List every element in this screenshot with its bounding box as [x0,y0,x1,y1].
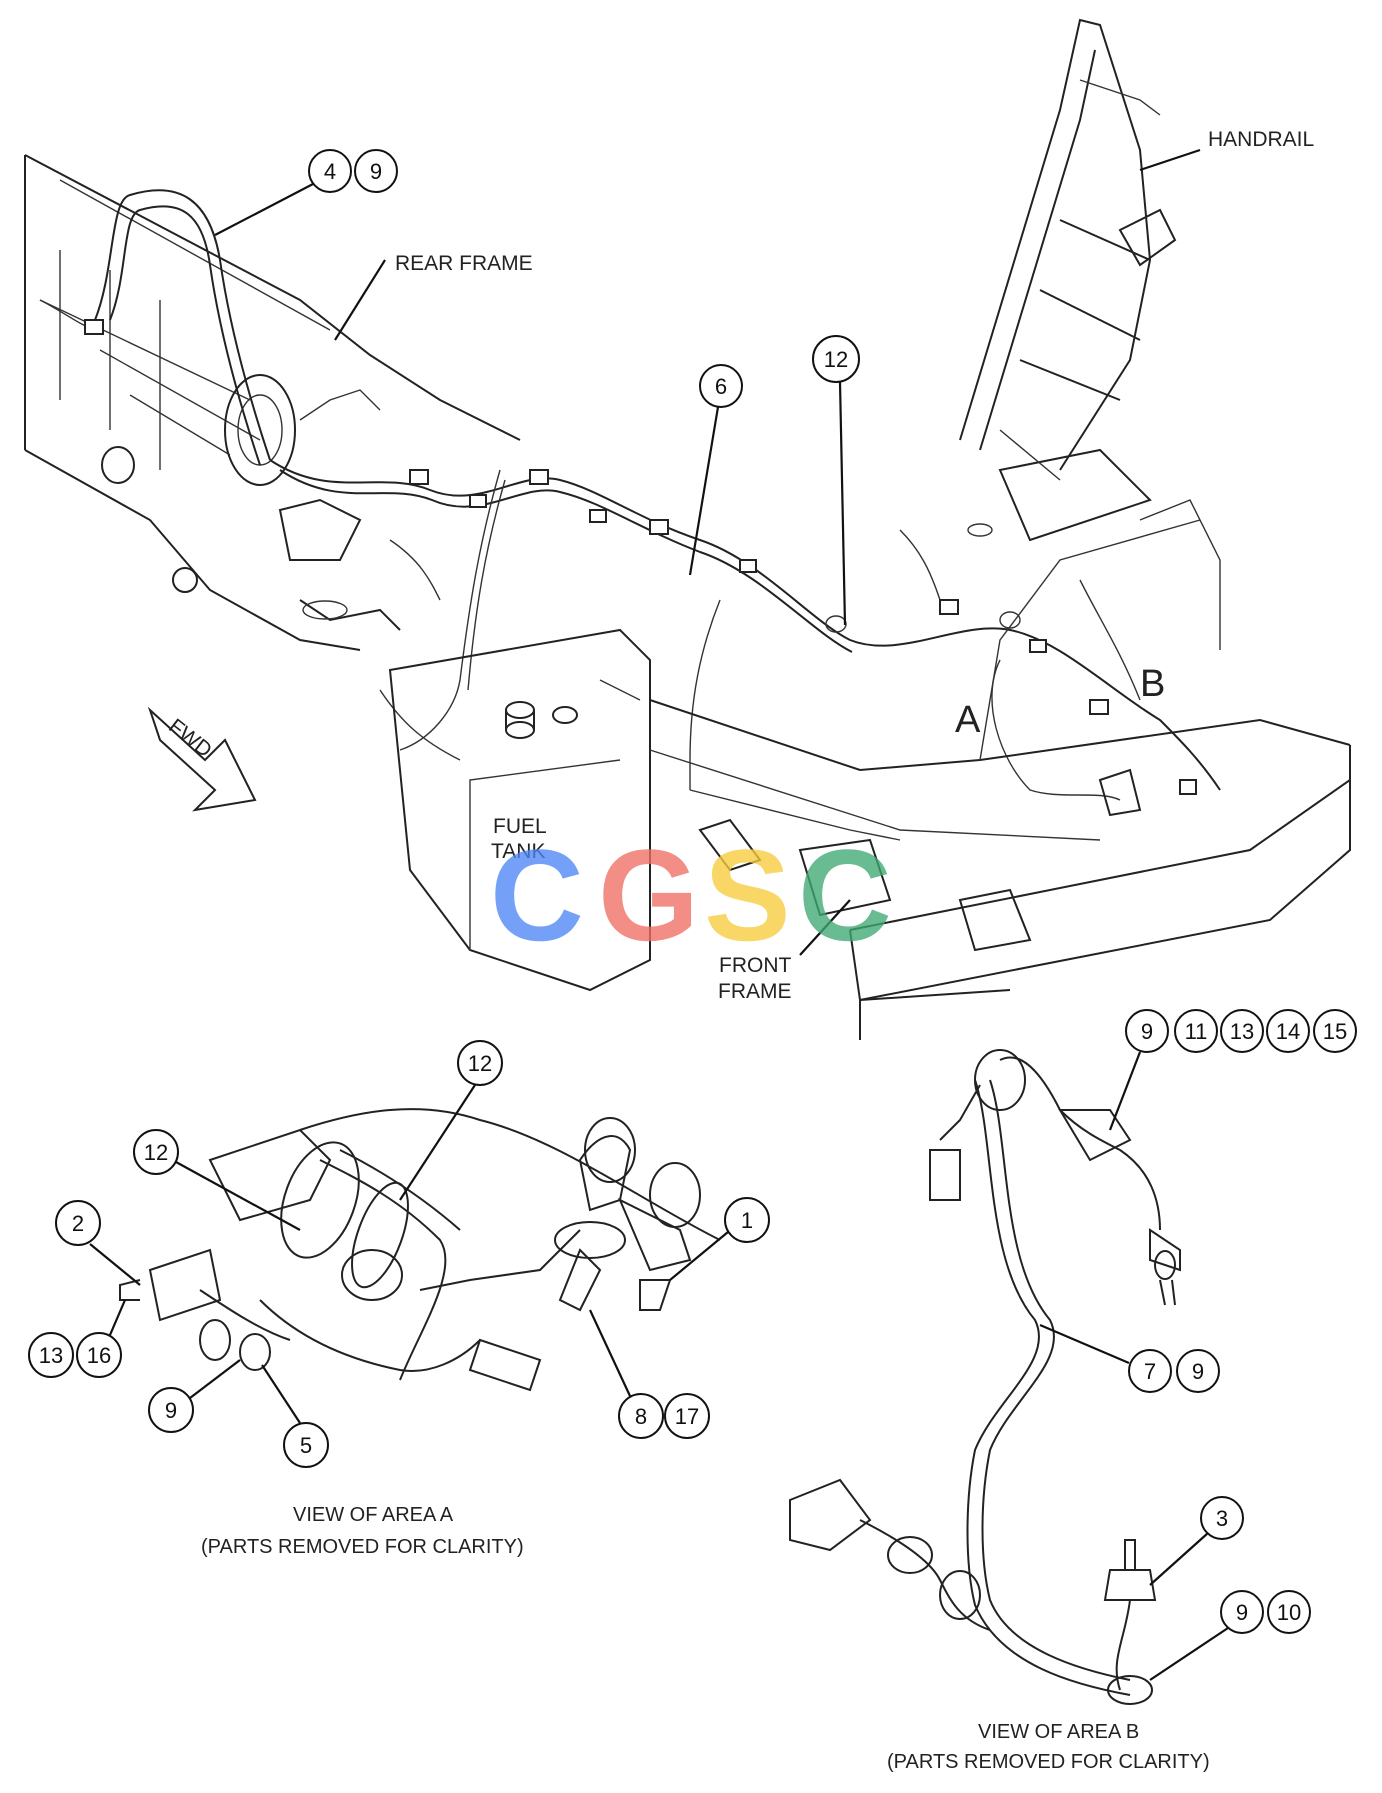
rear-frame-drawing [24,154,521,651]
svg-text:7: 7 [1144,1359,1156,1384]
main-labels: HANDRAIL REAR FRAME FUEL TANK FRONT FRAM… [334,128,1314,1003]
area-b-caption-line2: (PARTS REMOVED FOR CLARITY) [887,1751,1210,1773]
svg-text:4: 4 [324,159,336,184]
callout-b-10: 10 [1267,1590,1311,1634]
callout-b-15: 15 [1313,1009,1357,1053]
callout-b-11: 11 [1174,1009,1218,1053]
handrail-drawing [959,18,1177,481]
callout-4: 4 [308,149,352,193]
svg-text:17: 17 [675,1404,699,1429]
callout-b-13: 13 [1220,1009,1264,1053]
area-a-letter: A [955,699,981,741]
rear-hose [39,189,271,466]
callout-b-9-low: 9 [1220,1590,1264,1634]
area-b-letter: B [1140,663,1165,705]
callout-a-16: 16 [76,1332,122,1378]
area-b-view: 9 11 13 14 15 7 9 3 [789,1009,1357,1773]
front-frame-label-line2: FRAME [718,980,792,1003]
fuel-tank-drawing [388,628,651,992]
watermark-logo: C G S C [490,822,892,968]
watermark-letter-g: G [598,822,699,968]
watermark-letter-c2: C [798,822,892,968]
svg-text:12: 12 [468,1051,492,1076]
callout-a-2: 2 [55,1200,101,1246]
svg-text:6: 6 [715,374,727,399]
callout-12: 12 [812,335,860,383]
svg-text:10: 10 [1277,1600,1301,1625]
watermark-letter-s: S [704,822,791,968]
svg-text:2: 2 [72,1211,84,1236]
area-a-view: 12 12 2 13 16 9 5 [28,1040,770,1558]
svg-text:1: 1 [741,1208,753,1233]
callout-a-9: 9 [148,1387,194,1433]
svg-text:14: 14 [1276,1019,1300,1044]
svg-text:9: 9 [165,1398,177,1423]
rear-frame-label: REAR FRAME [395,252,533,275]
callout-b-9: 9 [1125,1009,1169,1053]
svg-text:9: 9 [1192,1359,1204,1384]
callout-a-1: 1 [724,1197,770,1243]
callout-a-5: 5 [283,1422,329,1468]
callout-9: 9 [354,149,398,193]
front-frame-drawing [649,448,1351,1040]
svg-text:9: 9 [1141,1019,1153,1044]
callout-a-8: 8 [618,1393,664,1439]
callout-a-12-top: 12 [457,1040,503,1086]
svg-text:8: 8 [635,1404,647,1429]
callout-b-3: 3 [1200,1496,1244,1540]
svg-text:15: 15 [1323,1019,1347,1044]
svg-text:11: 11 [1185,1019,1208,1044]
area-a-caption-line1: VIEW OF AREA A [293,1504,454,1526]
svg-text:9: 9 [1236,1600,1248,1625]
svg-text:12: 12 [824,347,848,372]
callout-a-12-left: 12 [133,1129,179,1175]
svg-text:3: 3 [1216,1506,1228,1531]
svg-text:5: 5 [300,1433,312,1458]
callout-b-14: 14 [1266,1009,1310,1053]
callout-a-13: 13 [28,1332,74,1378]
area-a-caption-line2: (PARTS REMOVED FOR CLARITY) [201,1536,524,1558]
svg-text:9: 9 [370,159,382,184]
watermark-letter-c1: C [490,822,584,968]
fwd-arrow: FWD [147,706,257,812]
svg-text:13: 13 [39,1343,63,1368]
svg-text:16: 16 [87,1343,111,1368]
fuel-tank-label-line1: FUEL [493,815,547,838]
svg-text:13: 13 [1230,1019,1254,1044]
main-assembly-view: FWD HANDRAIL REAR FRAME FUEL TANK FRONT … [24,18,1351,1040]
callout-b-9-mid: 9 [1176,1349,1220,1393]
fuel-tank-label-line2: TANK [491,840,545,863]
front-frame-label-line1: FRONT [719,954,791,977]
callout-b-7: 7 [1128,1349,1172,1393]
svg-text:12: 12 [144,1140,168,1165]
fwd-label: FWD [164,715,216,763]
callout-6: 6 [699,364,743,408]
handrail-label: HANDRAIL [1208,128,1314,151]
main-harness-routing [269,459,1221,801]
callout-a-17: 17 [664,1393,710,1439]
area-b-caption-line1: VIEW OF AREA B [978,1721,1139,1743]
